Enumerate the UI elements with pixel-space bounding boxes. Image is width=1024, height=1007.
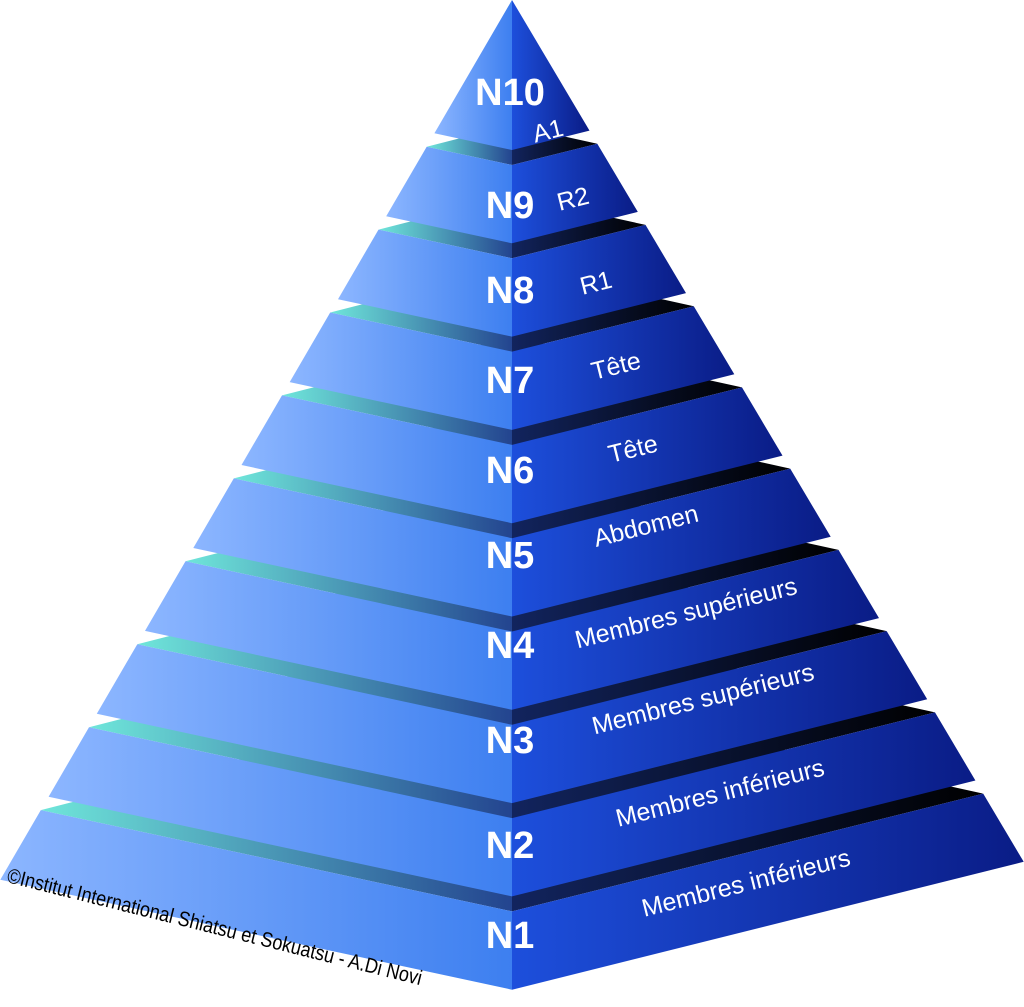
tier-left-face: [386, 146, 512, 244]
tier-right-face: [512, 712, 976, 897]
level-label: N6: [486, 450, 535, 492]
tier-left-face: [193, 478, 513, 617]
tier-right-face: [512, 143, 638, 244]
tier-left-face: [48, 727, 512, 897]
level-label: N2: [486, 825, 535, 867]
level-label: N8: [486, 270, 535, 312]
level-label: N3: [486, 720, 535, 762]
tier-right-face: [512, 306, 735, 430]
tier-n10: [434, 0, 590, 150]
tier-left-face: [289, 312, 512, 430]
level-label: N1: [486, 915, 535, 957]
tier-left-face: [241, 395, 512, 524]
tier-right-face: [512, 793, 1024, 990]
tier-right-face: [512, 387, 783, 524]
tier-right-face: [512, 631, 928, 804]
tier-left-face: [434, 0, 512, 150]
level-label: N5: [486, 535, 535, 577]
tier-right-face: [512, 224, 686, 337]
tier-right-face: [512, 0, 590, 150]
level-label: N7: [486, 360, 535, 402]
tier-left-face: [338, 229, 512, 337]
level-label: N4: [486, 625, 535, 667]
tier-right-face: [512, 549, 879, 710]
level-label: N9: [486, 185, 535, 227]
tier-left-face: [96, 644, 513, 804]
tier-left-face: [0, 810, 513, 990]
tier-left-face: [145, 561, 512, 710]
level-label: N10: [475, 72, 545, 114]
tier-right-face: [512, 468, 831, 617]
